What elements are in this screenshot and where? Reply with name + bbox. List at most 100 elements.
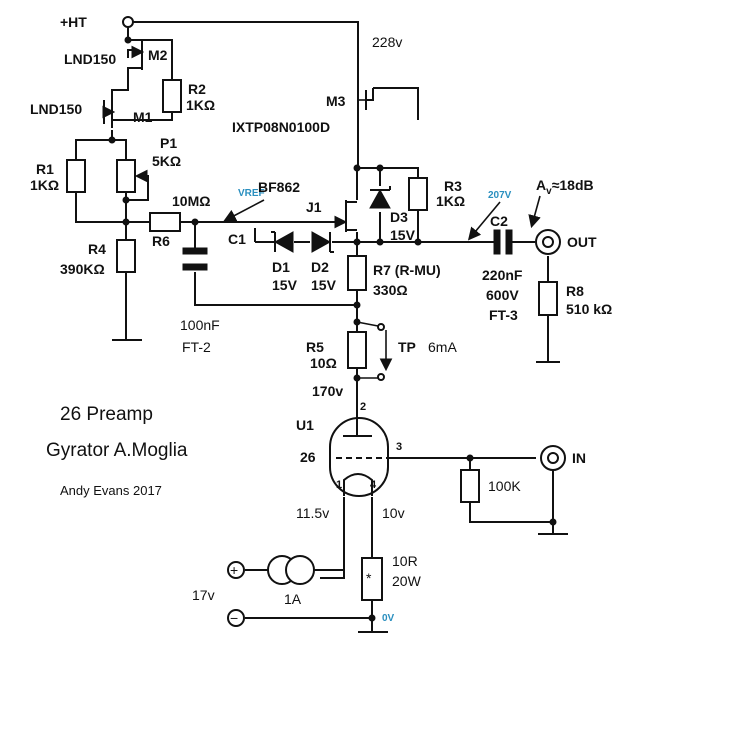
m3-part: IXTP08N0100D [232, 119, 330, 135]
tp-probe-icon[interactable] [356, 321, 393, 381]
r1-ref: R1 [36, 161, 54, 177]
r7-ref: R7 (R-MU) [373, 262, 441, 278]
node-207v-arrow-icon [467, 201, 501, 241]
ht-voltage: 228v [372, 34, 402, 50]
m2-ref: M2 [148, 47, 168, 63]
m2-mosfet-icon [127, 44, 145, 66]
m3-ref: M3 [326, 93, 346, 109]
r4-ref: R4 [88, 241, 106, 257]
filament-resistor-power: 20W [392, 573, 422, 589]
m1-ref: M1 [133, 109, 153, 125]
pin-f2: 4 [370, 479, 377, 491]
p1-ref: P1 [160, 135, 177, 151]
ht-terminal-icon [122, 16, 134, 28]
r3-ref: R3 [444, 178, 462, 194]
r2-value: 1KΩ [186, 97, 215, 113]
r8-value: 510 kΩ [566, 301, 612, 317]
c2-ref: C2 [490, 213, 508, 229]
m2-part: LND150 [64, 51, 116, 67]
m1-part: LND150 [30, 101, 82, 117]
minus-terminal-icon[interactable]: − [227, 609, 245, 627]
vref-arrow-icon [223, 199, 265, 222]
plate-voltage: 170v [312, 383, 343, 399]
title-line-2: Gyrator A.Moglia [46, 440, 188, 461]
grid-resistor-icon [460, 469, 480, 503]
zero-voltage-label: 0V [382, 613, 395, 624]
gain-arrow-icon [528, 195, 541, 229]
c2-type: FT-3 [489, 307, 518, 323]
pin-grid: 3 [396, 441, 402, 453]
r6-resistor-icon [149, 212, 181, 232]
c1-capacitor-icon [182, 247, 208, 271]
m1-mosfet-icon [102, 94, 116, 128]
r7-value: 330Ω [373, 282, 408, 298]
vref-label: VREF [238, 188, 265, 199]
c2-capacitor-icon [493, 229, 513, 255]
pin-plate: 2 [360, 401, 366, 413]
j1-part: BF862 [258, 179, 300, 195]
filament-right-voltage: 10v [382, 505, 405, 521]
c1-type: FT-2 [182, 339, 211, 355]
j1-ref: J1 [306, 199, 322, 215]
p1-value: 5KΩ [152, 153, 181, 169]
r5-value: 10Ω [310, 355, 337, 371]
d3-diode-icon [369, 186, 391, 209]
filament-resistor-value: 10R [392, 553, 418, 569]
in-jack-icon[interactable] [540, 445, 566, 471]
grid-resistor-value: 100K [488, 478, 521, 494]
p1-potentiometer-icon [116, 159, 148, 193]
r6-value: 10MΩ [172, 193, 210, 209]
out-label: OUT [567, 234, 597, 250]
d3-value: 15V [390, 227, 416, 243]
r2-resistor-icon [162, 79, 182, 113]
gain-label: Av≈18dB [536, 177, 594, 197]
r1-value: 1KΩ [30, 177, 59, 193]
filament-left-voltage: 11.5v [296, 505, 329, 521]
d1-diode-icon [271, 231, 294, 253]
r1-resistor-icon [66, 159, 86, 193]
node-207v-label: 207V [488, 190, 512, 201]
tp-current: 6mA [428, 339, 457, 355]
filament-resistor-icon [361, 557, 383, 601]
ht-label: +HT [60, 14, 87, 30]
filament-resistor-marker: * [366, 570, 372, 586]
u1-triode-icon [329, 417, 389, 497]
svg-text:+: + [230, 562, 238, 578]
d1-value: 15V [272, 277, 298, 293]
c2-voltage: 600V [486, 287, 519, 303]
supply-voltage: 17v [192, 587, 215, 603]
tube-type: 26 [300, 449, 316, 465]
d3-ref: D3 [390, 209, 408, 225]
d2-diode-icon [311, 231, 334, 253]
current-source-value: 1A [284, 591, 302, 607]
title-line-1: 26 Preamp [60, 404, 153, 425]
r3-value: 1KΩ [436, 193, 465, 209]
pin-f1: 1 [336, 479, 342, 491]
junction-dots [108, 36, 557, 622]
m3-mosfet-icon [357, 86, 374, 114]
plus-terminal-icon[interactable]: + [227, 561, 245, 579]
r2-ref: R2 [188, 81, 206, 97]
c1-value: 100nF [180, 317, 220, 333]
r6-ref: R6 [152, 233, 170, 249]
tube-ref: U1 [296, 417, 314, 433]
d1-ref: D1 [272, 259, 290, 275]
r4-value: 390KΩ [60, 261, 105, 277]
c1-ref: C1 [228, 231, 246, 247]
credit-line: Andy Evans 2017 [60, 483, 162, 498]
r5-resistor-icon [347, 331, 367, 369]
r8-resistor-icon [538, 281, 558, 316]
j1-jfet-icon [334, 200, 357, 232]
r3-resistor-icon [408, 177, 428, 211]
svg-text:−: − [230, 610, 238, 626]
tp-label: TP [398, 339, 416, 355]
r8-ref: R8 [566, 283, 584, 299]
d2-ref: D2 [311, 259, 329, 275]
out-jack-icon[interactable] [535, 229, 561, 255]
r7-resistor-icon [347, 255, 367, 291]
c2-value: 220nF [482, 267, 523, 283]
in-label: IN [572, 450, 586, 466]
r5-ref: R5 [306, 339, 324, 355]
r4-resistor-icon [116, 239, 136, 273]
